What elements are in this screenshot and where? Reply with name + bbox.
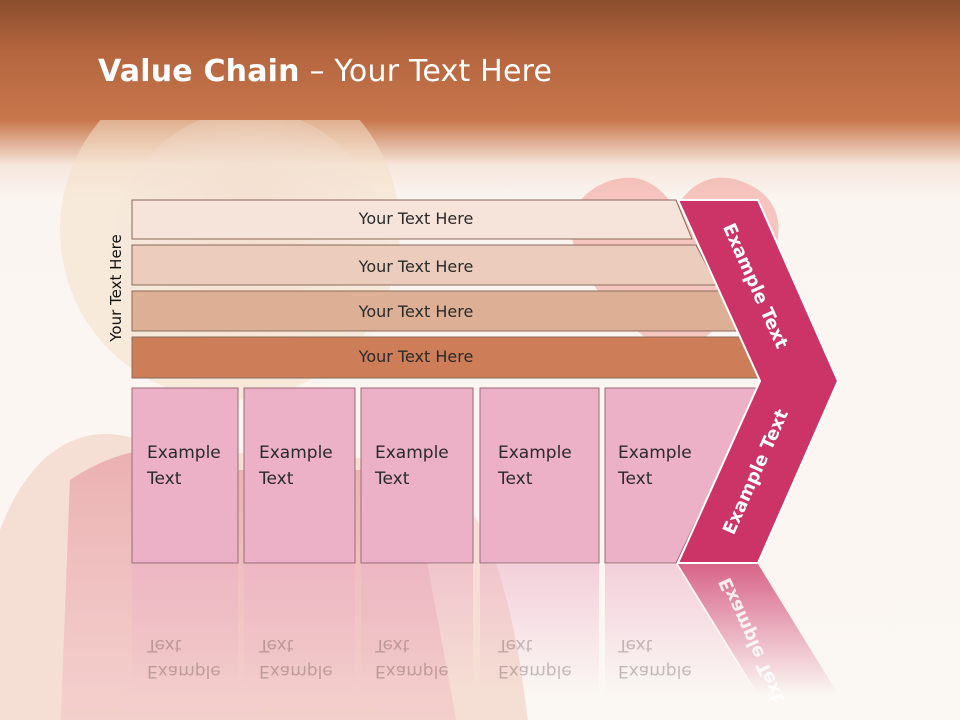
row-shape-1: [131, 199, 693, 240]
box-reflection-4: [480, 564, 599, 694]
box-shape-5: [604, 387, 761, 564]
box-reflection-3: [361, 564, 473, 694]
box-reflection-1: [132, 564, 238, 694]
chevron-reflection: [678, 564, 838, 694]
box-label-reflection-2: Example Text: [259, 635, 333, 681]
box-label-3: Example Text: [375, 443, 449, 489]
box-label-reflection-3: Example Text: [375, 635, 449, 681]
row-label-1: Your Text Here: [358, 209, 474, 228]
box-label-reflection-1: Example Text: [147, 635, 221, 681]
row-label-2: Your Text Here: [358, 257, 474, 276]
margin-chevron: [676, 199, 840, 564]
row-label-3: Your Text Here: [358, 302, 474, 321]
box-reflection-5: [605, 564, 756, 694]
box-shape-1: [131, 387, 239, 564]
box-label-4: Example Text: [498, 443, 572, 489]
box-label-1: Example Text: [147, 443, 221, 489]
row-label-4: Your Text Here: [358, 347, 474, 366]
page-title: Value Chain – Your Text Here: [98, 54, 553, 89]
box-shape-2: [243, 387, 356, 564]
box-label-reflection-5: Example Text: [618, 635, 692, 681]
box-reflection-2: [244, 564, 355, 694]
box-label-2: Example Text: [259, 443, 333, 489]
box-label-reflection-4: Example Text: [498, 635, 572, 681]
box-shape-3: [360, 387, 474, 564]
box-label-5: Example Text: [618, 443, 692, 489]
box-shape-4: [479, 387, 600, 564]
